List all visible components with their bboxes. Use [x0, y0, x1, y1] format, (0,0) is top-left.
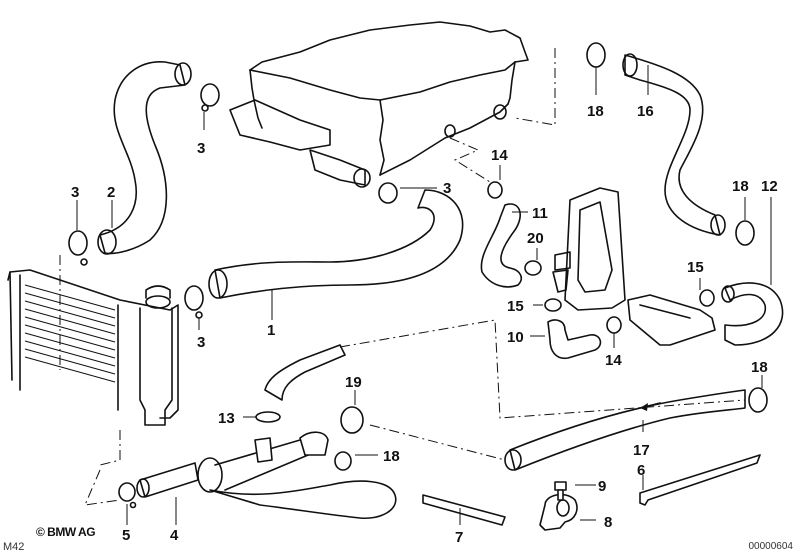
leader-lines: [76, 65, 772, 525]
callout-6[interactable]: 6: [637, 462, 645, 479]
clamp-19[interactable]: [340, 406, 364, 434]
hose-10[interactable]: [547, 319, 602, 360]
connector-assembly: [197, 344, 397, 520]
callout-20[interactable]: 20: [527, 230, 544, 247]
clamp-13[interactable]: [255, 411, 281, 423]
callout-18[interactable]: 18: [383, 448, 400, 465]
hose-17[interactable]: [509, 389, 746, 471]
hose-16[interactable]: [624, 54, 721, 236]
callout-10[interactable]: 10: [507, 329, 524, 346]
heater-pipe-bracket: [627, 294, 716, 346]
callout-3[interactable]: 3: [443, 180, 451, 197]
callout-2[interactable]: 2: [107, 184, 115, 201]
engine-block-outline: [229, 21, 529, 188]
callout-11[interactable]: 11: [532, 205, 548, 222]
callout-14[interactable]: 14: [491, 147, 508, 164]
callout-3[interactable]: 3: [197, 140, 205, 157]
clamp-20[interactable]: [524, 260, 542, 276]
clamp-3-center[interactable]: [378, 182, 398, 204]
callout-3[interactable]: 3: [197, 334, 205, 351]
callout-18[interactable]: 18: [732, 178, 749, 195]
callout-12[interactable]: 12: [761, 178, 778, 195]
clamp-3-top[interactable]: [200, 83, 220, 112]
callout-5[interactable]: 5: [122, 527, 130, 544]
radiator: [7, 269, 179, 426]
callout-19[interactable]: 19: [345, 374, 362, 391]
clamp-3-mid[interactable]: [184, 285, 204, 319]
copyright-notice: © BMW AG: [36, 525, 96, 539]
bolt-9[interactable]: [554, 481, 567, 501]
callout-9[interactable]: 9: [598, 478, 606, 495]
callout-16[interactable]: 16: [637, 103, 654, 120]
hose-11[interactable]: [480, 203, 522, 288]
callout-labels: 1 2 3 3 3 3 4 5 6 7 8 9 10 11 12 13 14 1…: [71, 103, 778, 546]
document-number: 00000604: [748, 541, 794, 552]
clamp-15-left[interactable]: [544, 298, 562, 312]
callout-3[interactable]: 3: [71, 184, 79, 201]
callout-15[interactable]: 15: [687, 259, 704, 276]
callout-13[interactable]: 13: [218, 410, 235, 427]
clamp-5[interactable]: [118, 482, 137, 509]
clamp-3-left[interactable]: [68, 230, 88, 266]
callout-7[interactable]: 7: [455, 529, 463, 546]
clamp-15-right[interactable]: [699, 289, 715, 307]
callout-15[interactable]: 15: [507, 298, 524, 315]
clamp-18-right[interactable]: [735, 220, 755, 246]
clamp-14-lower[interactable]: [606, 316, 622, 334]
heater-valve-housing: [552, 187, 626, 311]
hose-12[interactable]: [724, 282, 784, 346]
callout-14[interactable]: 14: [605, 352, 622, 369]
clamp-18-lower-center[interactable]: [334, 451, 352, 471]
callout-18[interactable]: 18: [587, 103, 604, 120]
cable-tie-6[interactable]: [639, 454, 761, 506]
callout-17[interactable]: 17: [633, 442, 650, 459]
callout-4[interactable]: 4: [170, 527, 179, 544]
clamp-18-top[interactable]: [586, 42, 606, 68]
hose-2[interactable]: [99, 61, 186, 255]
strip-7[interactable]: [422, 494, 506, 526]
callout-18[interactable]: 18: [751, 359, 768, 376]
callout-8[interactable]: 8: [604, 514, 612, 531]
model-code: M42: [3, 541, 25, 553]
clamp-14-top[interactable]: [487, 181, 503, 199]
assembly-lines: [59, 48, 746, 506]
clamp-18-lower-right[interactable]: [748, 387, 768, 413]
callout-1[interactable]: 1: [267, 322, 275, 339]
hose-1[interactable]: [214, 189, 464, 299]
